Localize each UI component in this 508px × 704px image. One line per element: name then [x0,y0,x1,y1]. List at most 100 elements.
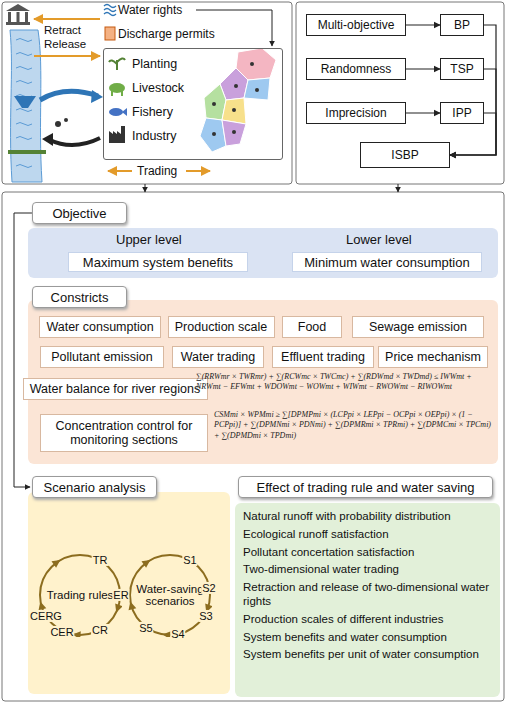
trading-label: Trading [137,164,177,178]
sector-box: PlantingLivestockFisheryIndustry [103,48,283,160]
formula: CSMmi × WPMmi ≥ ∑[DPMPmi × (LCPpi × LEPp… [214,410,494,441]
objective-box: Minimum water consumption [292,252,482,272]
node-text: ISBP [391,148,418,162]
livestock-icon [109,83,125,96]
node-text: Scenario analysis [44,480,146,495]
section-header: Objective [32,202,127,224]
scenario-label: S3 [198,610,213,622]
method-box: BP [440,14,484,36]
river [10,30,42,182]
ring-arrowhead [128,600,136,610]
node-text: Randomness [321,62,392,76]
node-text: IPP [452,106,471,120]
node-text: Minimum water consumption [304,255,469,270]
cycle: Trading rules [38,553,122,637]
connector [406,112,440,113]
result-item: Production scales of different industrie… [243,613,492,627]
permit-icon [105,27,115,40]
constraint-box: Pollutant emission [40,346,164,368]
panel [2,2,292,184]
method-box: Imprecision [306,102,406,124]
node-text: BP [454,18,470,32]
node-text: Water-saving scenarios [134,583,206,607]
wave [16,81,32,84]
result-item: Pollutant concertation satisfaction [243,546,492,560]
node-text: Concentration control for monitoring sec… [45,419,203,447]
sewage-arrow-head [42,133,53,146]
rule-label: CER [49,626,74,638]
wave [16,137,32,140]
scenario-label: S4 [170,628,185,640]
constraint-box: Food [282,316,342,338]
scenario-band [28,492,230,694]
action-label: Retract [44,24,81,36]
pollutant-dot [55,121,61,127]
constraint-box: Water trading [172,346,264,368]
level-label: Lower level [346,232,412,247]
sewage-arrow [50,138,100,145]
rule-label: CR [91,624,109,636]
industry-icon [109,126,125,143]
building-icon [6,4,30,25]
pollutant-dot [64,118,68,122]
scenario-label: S2 [201,582,216,594]
dam [14,96,36,108]
constraint-box: Water balance for river regions [23,378,208,400]
result-item: Retraction and release of two-dimensiona… [243,581,492,609]
method-box: Multi-objective [306,14,406,36]
node-text: Price mechanism [385,350,481,364]
retract-arrow [34,18,100,20]
result-list: Natural runoff with probability distribu… [235,503,500,697]
fishery-icon [109,108,127,116]
node-text: Food [298,320,327,334]
node-text: Fishery [132,105,173,119]
wave [16,53,32,56]
scenario-label: S1 [182,554,197,566]
ring-arrowhead [38,600,46,610]
constraint-box: Effluent trading [272,346,374,368]
constraint-box: Water consumption [39,316,161,338]
node-text: Maximum system benefits [83,255,233,270]
connector [406,24,440,25]
wave [16,39,32,42]
rule-label: ER [112,589,129,601]
map-dots [212,62,259,136]
section-header: Scenario analysis [32,476,157,498]
trading-arrow [108,170,132,172]
wave [16,109,32,112]
water-rights-icon [104,5,116,16]
method-box: IPP [440,102,484,124]
model-box: ISBP [360,142,450,168]
section-bar [8,150,46,154]
planting-icon [109,58,125,70]
node-text: Water consumption [46,320,153,334]
release-arrow [34,55,100,57]
result-item: Ecological runoff satisfaction [243,528,492,542]
ring-arrowhead [141,557,152,568]
section-header: Constricts [32,286,127,308]
objective-band: Upper levelLower levelMaximum system ben… [28,228,498,278]
constraint-box: Price mechanism [378,346,488,368]
wave [16,67,32,70]
node-text: Pollutant emission [51,350,152,364]
wave [16,165,32,168]
method-box: TSP [440,58,484,80]
node-text: Livestock [132,81,184,95]
constraint-box: Production scale [168,316,275,338]
section-header: Effect of trading rule and water saving [238,476,493,498]
node-text: Industry [132,129,176,143]
wave [16,123,32,126]
rule-label: CERG [29,610,63,622]
panel [296,2,504,184]
node-text: Effluent trading [281,350,365,364]
action-label: Release [44,38,86,50]
result-item: System benefits and water consumption [243,631,492,645]
water-arrow [40,91,98,100]
node-text: Effect of trading rule and water saving [257,480,475,495]
result-item: System benefits per unit of water consum… [243,648,492,662]
method-box: Randomness [306,58,406,80]
resource-label: Discharge permits [118,27,215,41]
node-text: Water trading [181,350,256,364]
node-text: Sewage emission [369,320,467,334]
flow-arrow [145,184,146,192]
